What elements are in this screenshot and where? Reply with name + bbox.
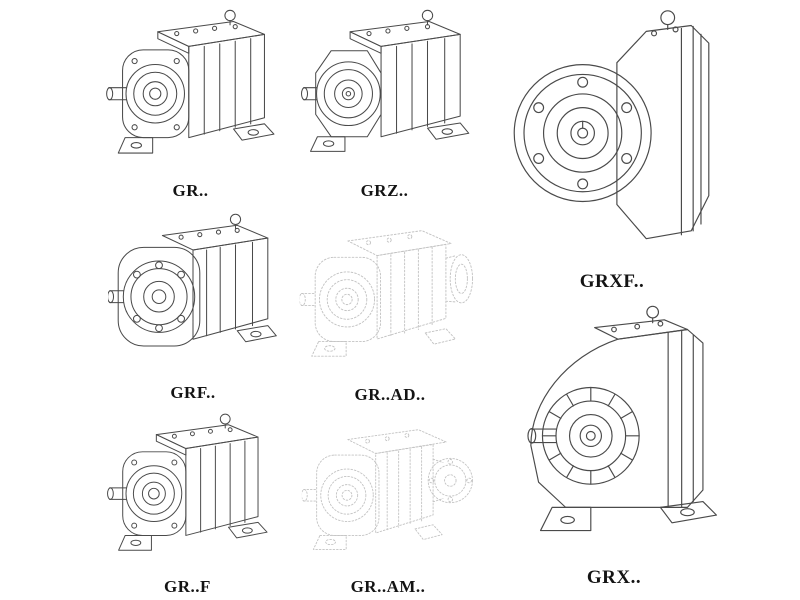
catalog-item-gr: GR.. (98, 6, 283, 202)
model-label-gram: GR..AM.. (350, 577, 426, 596)
model-label-grxf: GRXF.. (579, 271, 645, 292)
gearbox-drawing-gr-f (95, 410, 280, 574)
gearbox-drawing-gram (288, 410, 488, 574)
gearbox-drawing-grxf (498, 4, 726, 268)
gear-reducer-flange-mounted-icon (98, 210, 288, 380)
gear-reducer-foot-mounted-variant-icon (292, 6, 477, 178)
gearbox-drawing-grad (290, 210, 490, 382)
catalog-item-gram: GR..AM.. (288, 410, 488, 598)
catalog-item-grad: GR..AD.. (290, 210, 490, 406)
gear-reducer-input-adapter-phantom-icon (290, 210, 490, 382)
model-label-grf: GRF.. (170, 383, 216, 402)
catalog-item-grz: GRZ.. (292, 6, 477, 202)
gearbox-drawing-gr (98, 6, 283, 178)
gearbox-drawing-grf (98, 210, 288, 380)
model-label-grad: GR..AD.. (354, 385, 426, 404)
model-label-grz: GRZ.. (360, 181, 409, 200)
gearbox-drawing-grx (498, 298, 730, 564)
gear-reducer-motor-adapter-phantom-icon (288, 410, 488, 574)
gear-reducer-flange-front-icon (498, 4, 726, 268)
model-label-gr: GR.. (172, 181, 209, 200)
model-label-gr-f: GR..F (164, 577, 211, 596)
gearbox-drawing-grz (292, 6, 477, 178)
gear-reducer-foot-mounted-icon (98, 6, 283, 178)
catalog-item-grf: GRF.. (98, 210, 288, 404)
catalog-item-grx: GRX.. (498, 298, 730, 590)
gear-reducer-foot-mounted-f-icon (95, 410, 280, 574)
model-label-grx: GRX.. (586, 567, 642, 588)
catalog-item-grf-foot: GR..F (95, 410, 280, 598)
gear-reducer-heavy-foot-mounted-icon (498, 298, 730, 564)
catalog-item-grxf: GRXF.. (498, 4, 726, 294)
